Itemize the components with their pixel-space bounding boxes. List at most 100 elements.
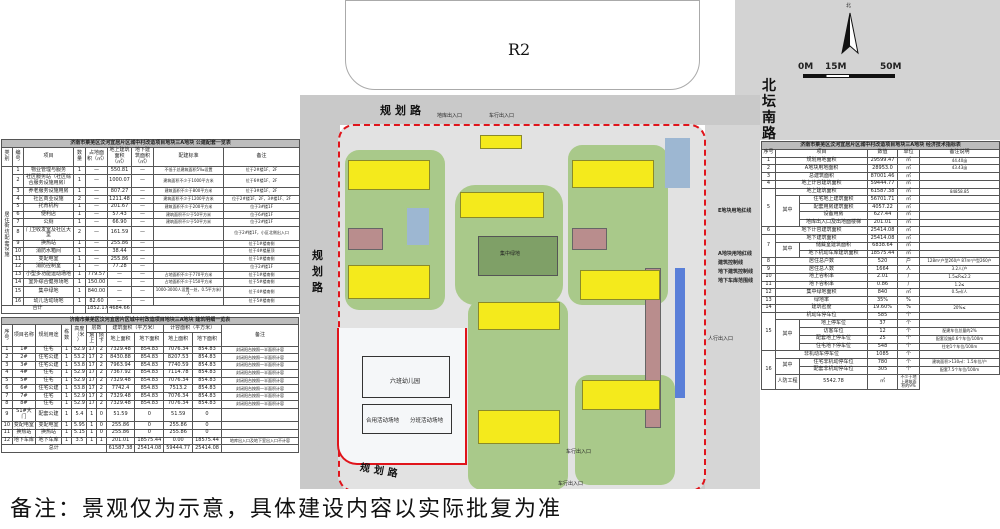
legend-underground-line: 地下建筑控制线 (718, 269, 754, 275)
table-cell: 户 (897, 257, 920, 266)
table-cell: 854.83 (192, 361, 222, 370)
table-cell: 3 (12, 187, 24, 196)
table-cell: 1 (73, 278, 86, 287)
entrance-pedestrian-right: 人行出入口 (708, 336, 734, 342)
table-cell: 12 (1, 436, 13, 446)
table-cell: 2 (73, 226, 86, 241)
blue-block-2 (665, 138, 690, 188)
table-cell: 1 (73, 270, 86, 280)
table-cell: 配套非机动停车位 (799, 365, 868, 375)
table-cell: 1 (60, 392, 73, 401)
table-title: 济南市莱芜区汶河宜居片区城中村改造项目地块三A地块 建筑明细一览表 (1, 316, 299, 326)
table-cell: 1 (73, 210, 86, 220)
table-cell: 位于3#楼1F (222, 202, 301, 212)
table-cell: 17 (86, 368, 97, 378)
table-cell: 建筑密度 (775, 303, 868, 313)
table-cell: 52.9 (71, 376, 88, 386)
compass-north: 北 (846, 3, 852, 9)
building-top-small (480, 135, 522, 149)
table-cell: 1 (761, 156, 776, 166)
table-cell (220, 428, 300, 438)
table-cell: 25414.08 (867, 234, 898, 243)
table-cell: 4057.22 (867, 203, 898, 212)
table-cell: ㎡ (897, 249, 920, 259)
north-road-label: 北坛南路 (762, 78, 776, 142)
table-cell: 2 (73, 195, 86, 204)
table-cell: % (897, 296, 920, 305)
table-cell: 位于4#楼屋顶 (222, 247, 301, 256)
table-cell: 1 (86, 436, 97, 446)
table-cell: 配套设施0.6个车位/100m (918, 334, 1000, 344)
table-cell: 0 (134, 407, 165, 423)
table-cell: 15 (12, 285, 24, 299)
table-cell: 6838.64 (867, 241, 898, 251)
table-cell: 854.83 (134, 345, 165, 355)
building-s2 (478, 410, 560, 444)
column-header: 层数 (86, 324, 107, 334)
column-header: 数值 (867, 148, 898, 158)
table-cell: 个 (897, 365, 920, 375)
table-cell: 17 (86, 361, 97, 370)
table-cell: 1 (60, 361, 73, 370)
table-cell: 2 (12, 173, 24, 189)
table-cell: 1 (73, 202, 86, 212)
table-cell: 7329.48 (105, 345, 136, 355)
table-cell: 人 (897, 265, 920, 274)
entrance-vehicle-inner: 车行出入口 (566, 449, 592, 455)
column-header: 序号 (1, 324, 13, 347)
table-cell (130, 304, 301, 314)
table-cell: 28953.0 (867, 164, 898, 173)
table-cell: 52.9 (71, 399, 88, 409)
table-cell (220, 421, 300, 430)
table-cell: 548 (867, 342, 898, 352)
table-cell: — (131, 262, 154, 272)
parking-strip (675, 268, 685, 398)
table-cell: 18575.44 (134, 436, 165, 446)
table-cell: 87001.46 (867, 172, 898, 181)
column-subheader: 地下面积 (134, 332, 165, 347)
table-cell: 255.86 (163, 421, 194, 430)
table-cell: 1664 (867, 265, 898, 274)
table-cell: 位于1#楼南侧 (222, 270, 301, 280)
table-cell: 1 (60, 428, 73, 438)
table-cell: 1# (11, 345, 37, 355)
table-cell (918, 241, 1000, 251)
table-cell (918, 203, 1000, 212)
table-cell: 小型多功能运动场地 (23, 270, 74, 280)
table-cell: 1 (86, 421, 97, 430)
table-cell: 0 (96, 407, 107, 423)
table-cell: 位于2#楼1F (222, 262, 301, 272)
table-cell: — (131, 297, 154, 306)
table-cell (918, 195, 1000, 204)
column-header: 单位 (897, 148, 920, 158)
table-cell: 0.5㎡/人 (918, 288, 1000, 297)
table-cell: 520 (867, 257, 898, 266)
table-cell: — (131, 285, 154, 299)
table-cell: 7963.94 (105, 361, 136, 370)
table-cell: — (85, 202, 108, 212)
table-cell: 建筑面积不少于50平方米 (153, 218, 224, 227)
column-header: 项目 (23, 146, 74, 168)
table-cell: 1 (73, 187, 86, 196)
table-cell: 13 (12, 270, 24, 280)
building-s1 (478, 302, 560, 330)
table-cell: S1#大门 (11, 407, 37, 423)
table-cell: 17 (86, 392, 97, 401)
kindergarten-building (362, 356, 450, 398)
table-cell: 12 (867, 327, 898, 336)
table-cell: 4 (761, 179, 776, 189)
scale-50: 50M (880, 62, 902, 72)
table-cell: 150.00 (85, 278, 108, 287)
scale-15: 15M (825, 62, 847, 72)
